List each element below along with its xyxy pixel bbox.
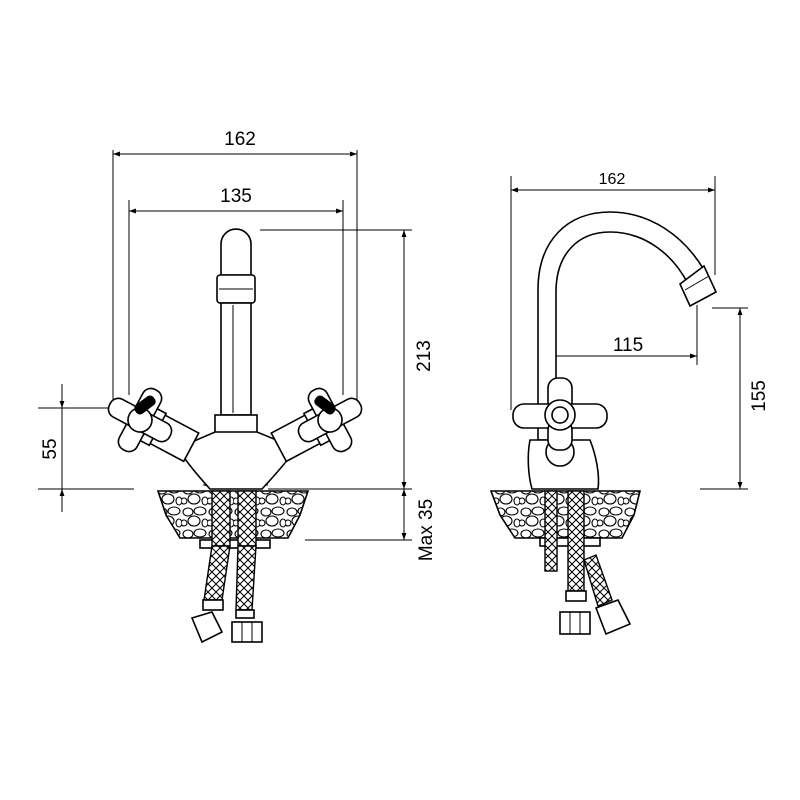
front-view: 162 135 213 Max 35 55 44	[38, 129, 437, 644]
front-spout	[214, 228, 258, 438]
side-countertop	[489, 490, 642, 539]
spout-height-label: 155	[749, 380, 770, 412]
side-supply-hoses	[544, 490, 632, 636]
front-supply-hoses	[190, 490, 263, 644]
front-extension-lines	[38, 150, 412, 541]
right-cross-handle	[270, 387, 363, 463]
left-cross-handle	[107, 387, 200, 463]
side-overall-depth-label: 162	[599, 171, 626, 188]
side-view: 162 115 155	[489, 171, 770, 636]
side-cross-handle	[512, 377, 608, 451]
height-label: 213	[414, 340, 435, 372]
handle-height-label: 55	[40, 438, 61, 459]
front-countertop	[156, 490, 310, 539]
front-mounting-nut	[199, 539, 271, 549]
max-counter-label: Max 35	[416, 499, 437, 561]
overall-width-label: 162	[224, 129, 256, 150]
spout-reach-label: 115	[613, 335, 643, 356]
handle-span-label: 135	[220, 186, 252, 207]
